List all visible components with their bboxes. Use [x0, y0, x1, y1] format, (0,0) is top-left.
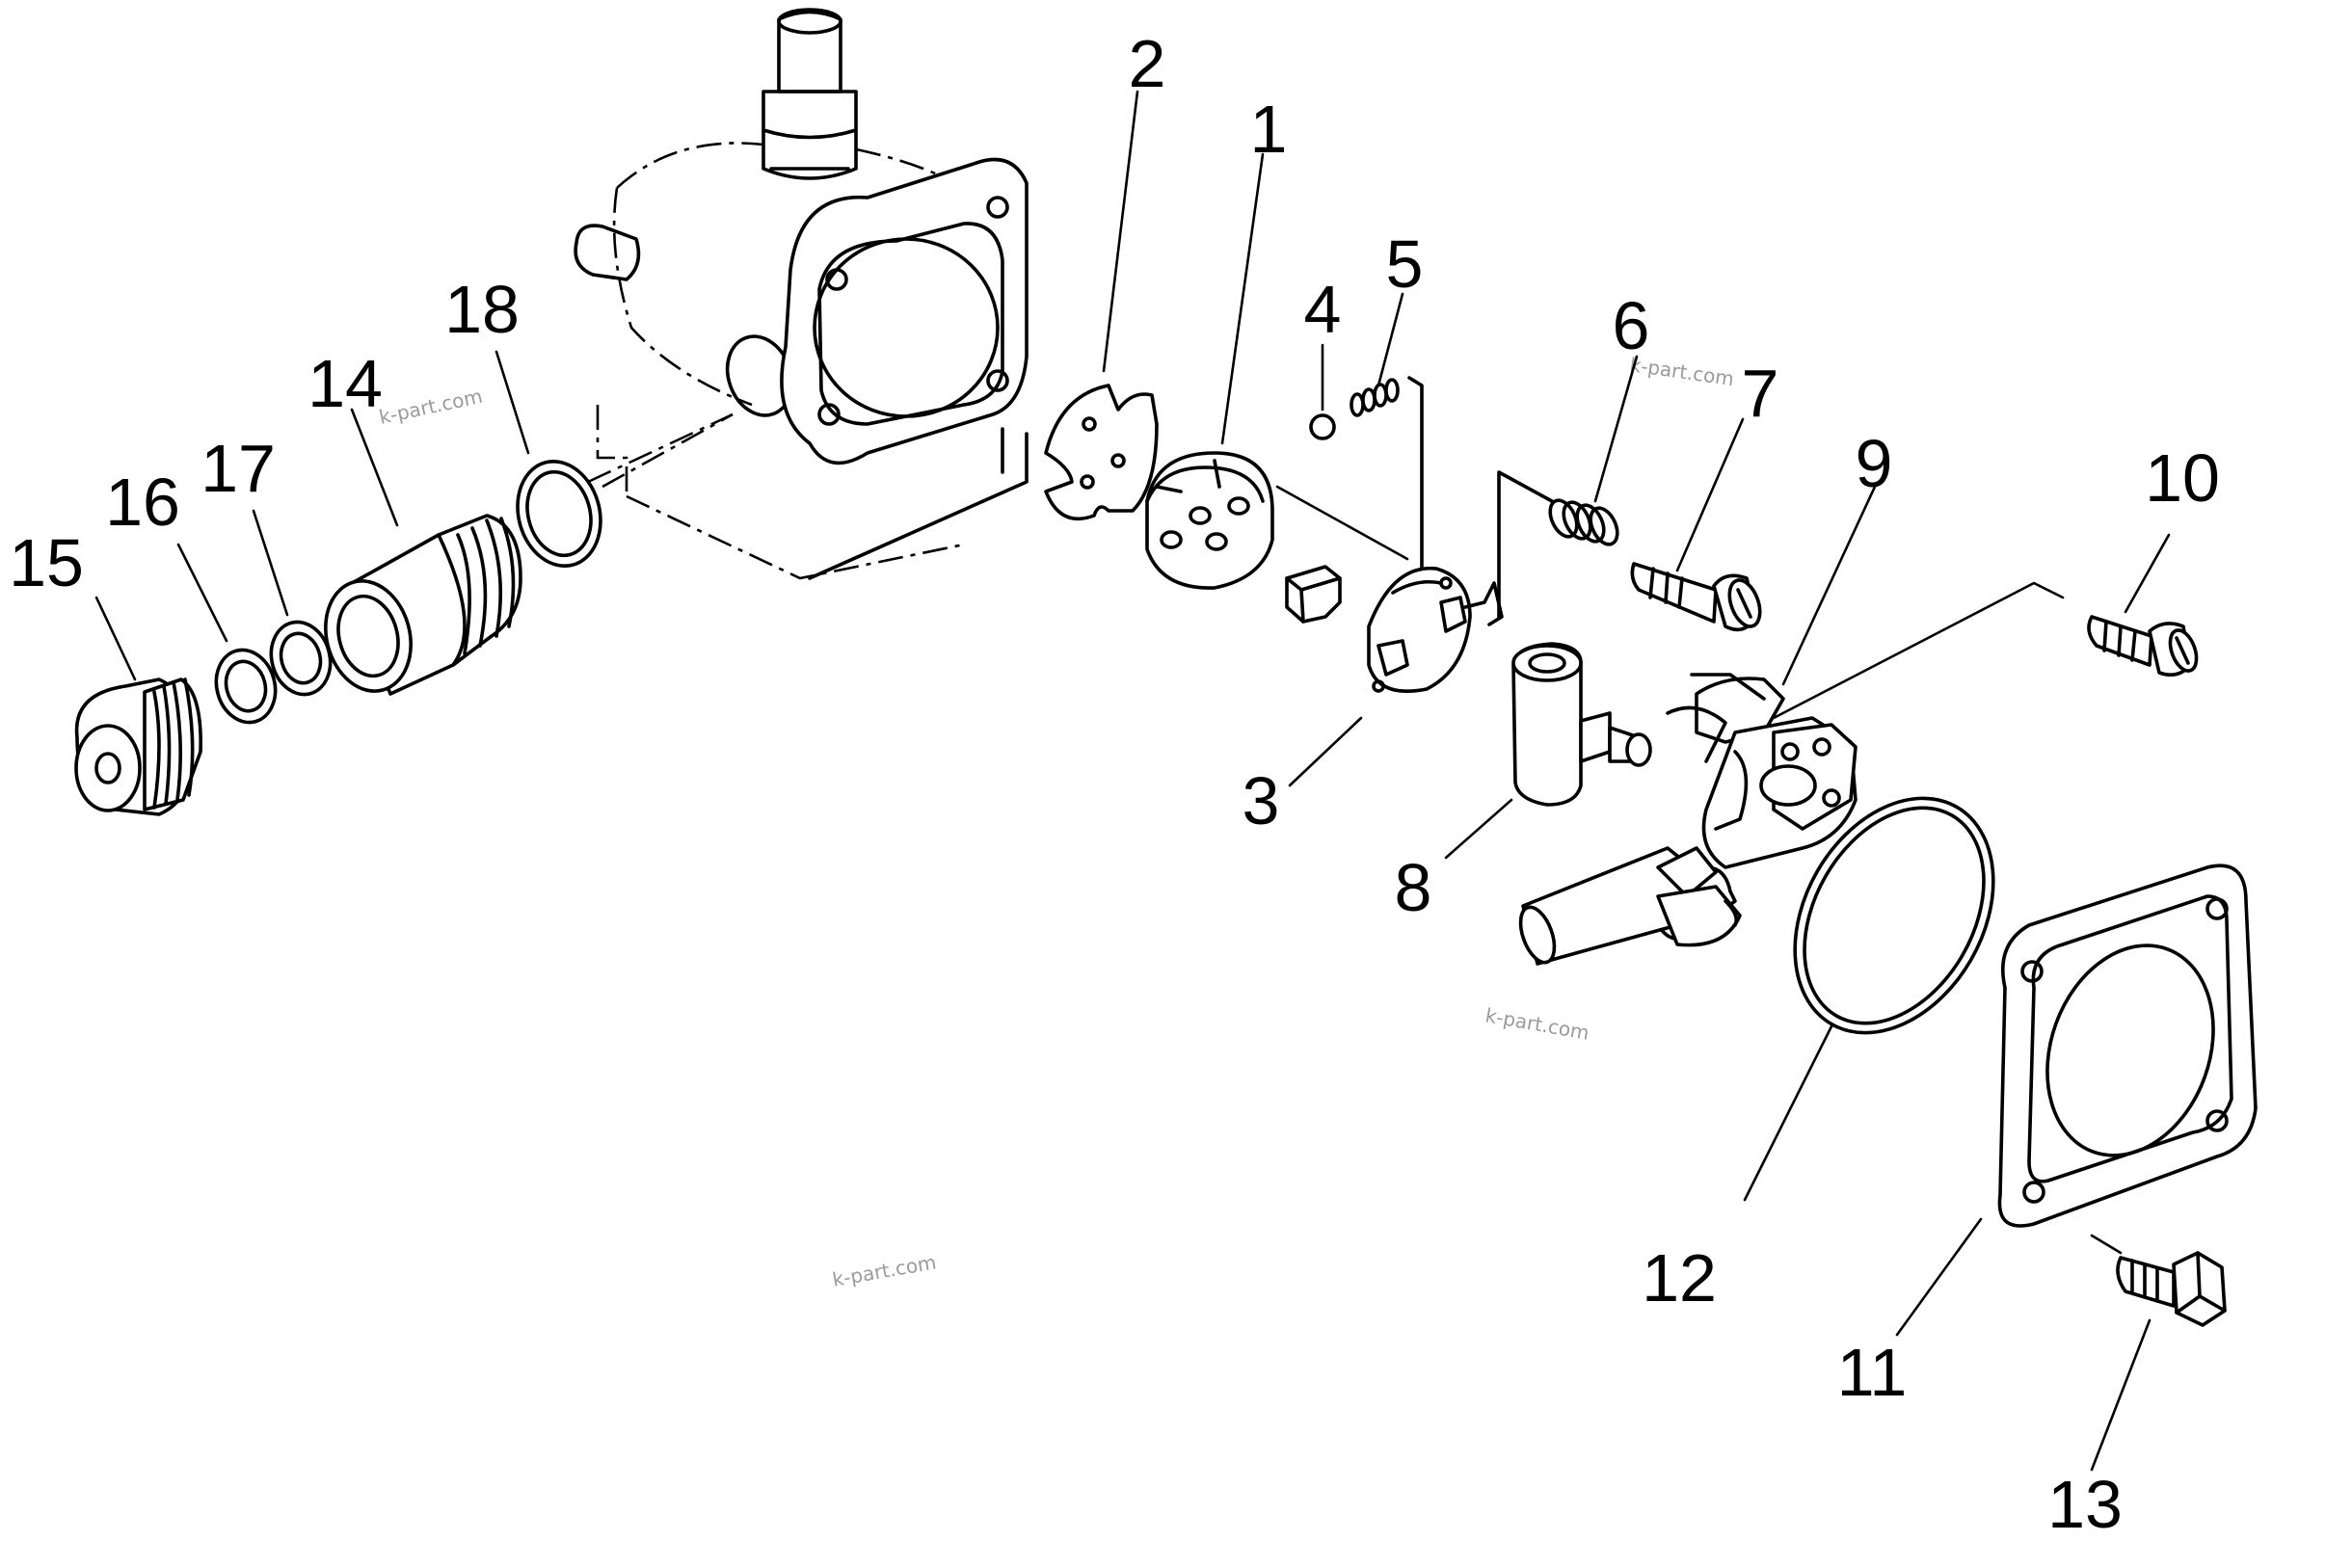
leader-line — [1772, 581, 2065, 720]
callout-label: 11 — [1837, 1335, 1908, 1410]
callout-label: 12 — [1642, 1240, 1717, 1316]
part-3-valve-plate — [1285, 376, 1504, 694]
callout-label: 7 — [1742, 356, 1779, 431]
callout-label: 8 — [1395, 850, 1432, 925]
callout-label: 13 — [2047, 1467, 2123, 1542]
callout-label: 2 — [1129, 26, 1166, 101]
callout-label: 6 — [1613, 288, 1650, 363]
watermark: k-part.com — [831, 1250, 938, 1291]
part-10-screw — [2087, 615, 2199, 677]
callout-label: 3 — [1243, 763, 1280, 838]
leader-lines — [94, 90, 2171, 1472]
callout-label: 5 — [1386, 226, 1424, 302]
part-1-rotor — [1145, 451, 1274, 590]
watermark: k-part.com — [1483, 1003, 1590, 1045]
part-16-washer — [214, 648, 278, 725]
part-6-spring — [1497, 470, 1619, 619]
callout-label: 14 — [307, 346, 383, 421]
callout-label: 1 — [1250, 92, 1288, 167]
part-4-ball — [1309, 413, 1336, 440]
callout-label: 15 — [9, 525, 84, 600]
pump-housing — [574, 8, 1029, 580]
callout-labels: 1 2 3 4 5 6 7 8 9 10 11 12 13 14 15 16 1… — [9, 26, 2220, 1542]
leader-line — [1275, 485, 1409, 561]
callout-label: 17 — [200, 431, 276, 506]
callout-label: 4 — [1304, 272, 1342, 347]
part-9-lever-assembly — [1518, 673, 1858, 966]
callout-label: 9 — [1856, 426, 1893, 501]
callout-label: 18 — [444, 272, 520, 347]
part-11-cover — [1997, 864, 2258, 1228]
part-18-o-ring — [516, 412, 734, 569]
watermark: k-part.com — [377, 385, 485, 429]
callout-label: 16 — [105, 465, 180, 540]
part-2-plate — [1044, 384, 1159, 521]
part-14-fitting — [324, 514, 522, 696]
callout-label: 10 — [2145, 440, 2220, 516]
part-5-spring — [1350, 378, 1400, 417]
part-7-screw — [1630, 562, 1762, 632]
part-13-bolt — [2090, 1234, 2227, 1327]
part-12-o-ring — [1793, 796, 1995, 1035]
part-8-lever-block — [1511, 642, 1652, 807]
part-15-plug — [74, 678, 202, 816]
